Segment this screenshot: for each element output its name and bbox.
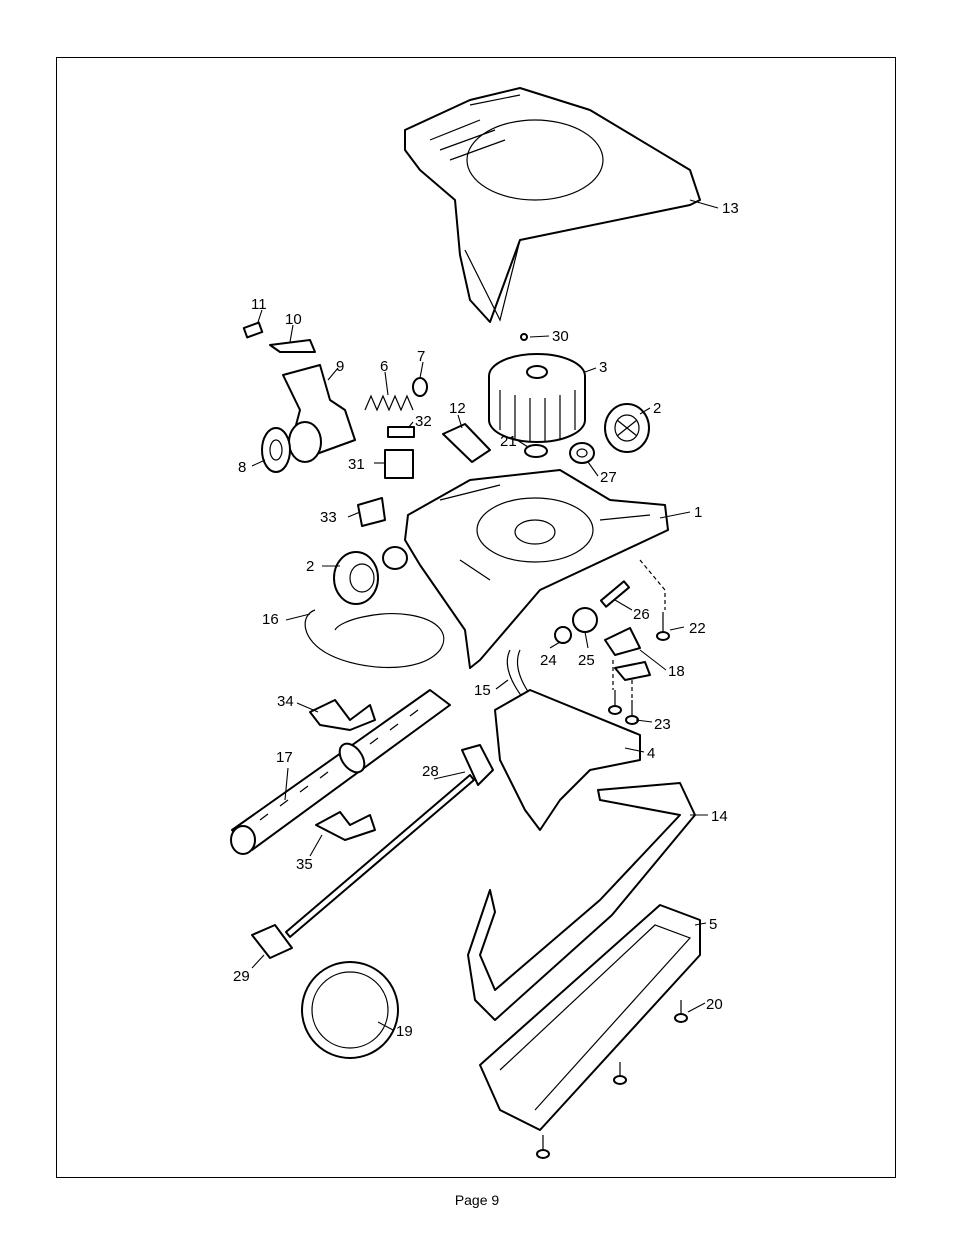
callout-12: 12	[449, 400, 466, 417]
callout-18: 18	[668, 663, 685, 680]
callout-15: 15	[474, 682, 491, 699]
part-31-block	[384, 449, 414, 479]
callout-16: 16	[262, 611, 279, 628]
callout-7: 7	[417, 348, 425, 365]
callout-17: 17	[276, 749, 293, 766]
callout-3: 3	[599, 359, 607, 376]
callout-labels: 13 30 3 2 27 21 12 1 2 9 6 7 32 31 33 11…	[233, 200, 739, 1040]
part-6-spring	[364, 394, 414, 412]
part-13-hood	[404, 87, 701, 323]
callout-28: 28	[422, 763, 439, 780]
part-2-wheel-left	[333, 551, 379, 605]
callout-34: 34	[277, 693, 294, 710]
part-3-fan	[488, 353, 586, 443]
callout-24: 24	[540, 652, 557, 669]
callout-22: 22	[689, 620, 706, 637]
part-19-belt	[301, 961, 399, 1059]
part-5-bottom-plate	[479, 904, 701, 1131]
part-21-o-ring	[524, 444, 548, 458]
callout-33: 33	[320, 509, 337, 526]
part-34-bracket	[309, 699, 376, 731]
callout-11: 11	[251, 296, 267, 313]
leader-lines	[251, 199, 719, 1031]
callout-5: 5	[709, 916, 717, 933]
part-2-wheel-right	[604, 403, 650, 453]
callout-23: 23	[654, 716, 671, 733]
callout-9: 9	[336, 358, 344, 375]
part-9-nozzle	[282, 364, 356, 463]
callout-14: 14	[711, 808, 728, 825]
callout-20: 20	[706, 996, 723, 1013]
callout-30: 30	[552, 328, 569, 345]
part-26-pin	[599, 580, 631, 608]
part-16-wire	[304, 609, 445, 669]
part-35-bracket	[315, 811, 376, 841]
callout-1: 1	[694, 504, 702, 521]
callout-31: 31	[348, 456, 365, 473]
callout-8: 8	[238, 459, 246, 476]
part-10-latch	[269, 339, 316, 353]
part-1-base-housing	[404, 469, 669, 669]
callout-26: 26	[633, 606, 650, 623]
part-24-washer	[554, 626, 572, 644]
dashed-guide-22	[639, 559, 666, 610]
part-14-bumper	[467, 782, 696, 1021]
diagram-frame	[56, 57, 896, 1178]
part-4-rear-housing	[494, 689, 641, 831]
callout-19: 19	[396, 1023, 413, 1040]
part-18-bracket-a	[604, 627, 641, 656]
part-20-screws	[536, 1000, 688, 1159]
callout-25: 25	[578, 652, 595, 669]
callout-13: 13	[722, 200, 739, 217]
part-12-clip	[442, 423, 491, 463]
callout-6: 6	[380, 358, 388, 375]
part-30-pin	[520, 333, 528, 341]
part-22-screw	[656, 612, 670, 641]
callout-35: 35	[296, 856, 313, 873]
part-27-hub	[569, 442, 595, 464]
part-33-card	[357, 497, 386, 527]
part-7-washer	[412, 377, 428, 397]
callout-10: 10	[285, 311, 302, 328]
callout-29: 29	[233, 968, 250, 985]
callout-27: 27	[600, 469, 617, 486]
page-number: Page 9	[454, 1192, 500, 1208]
dashed-guide-23	[612, 660, 633, 700]
part-25-bushing	[572, 607, 598, 633]
callout-21: 21	[500, 433, 517, 450]
part-28-rod	[285, 774, 475, 938]
part-28-end-cap	[461, 744, 494, 786]
part-17-brush-roll	[230, 689, 451, 855]
part-11-plug	[242, 321, 264, 339]
callout-32: 32	[415, 413, 432, 430]
part-2-hub-left	[382, 546, 408, 570]
callout-2-left: 2	[306, 558, 314, 575]
part-29-end-block	[251, 924, 293, 959]
part-23-screws	[608, 690, 639, 725]
part-32-pad	[387, 426, 415, 438]
callout-2-right: 2	[653, 400, 661, 417]
callout-4: 4	[647, 745, 655, 762]
part-18-bracket-b	[614, 661, 651, 681]
part-8-gasket	[261, 427, 291, 473]
